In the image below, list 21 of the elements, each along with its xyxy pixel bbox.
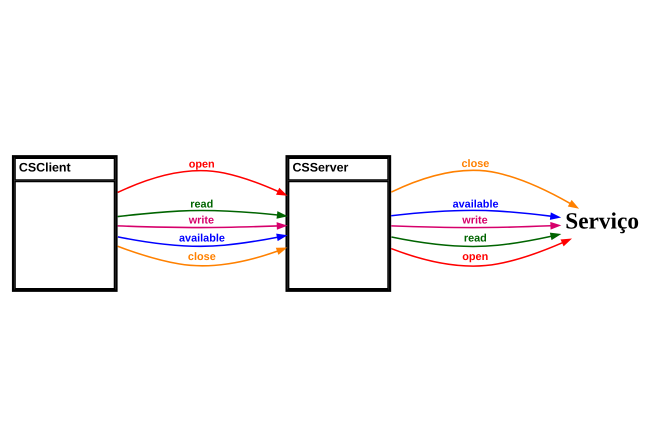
node-text: Serviço	[565, 208, 640, 235]
edge-label: close	[462, 158, 490, 170]
edge-label: available	[452, 198, 499, 210]
arrow	[390, 238, 572, 267]
arrow	[117, 246, 288, 267]
arrow	[117, 170, 288, 196]
edge-label: available	[179, 232, 225, 245]
edge-label: read	[190, 198, 214, 210]
edge-label: open	[188, 158, 215, 171]
edge-label: read	[464, 232, 487, 245]
edge-label: open	[462, 251, 488, 264]
edge-label: close	[188, 251, 216, 264]
edge-label: write	[188, 214, 214, 227]
arrow	[118, 210, 288, 219]
edge-label: write	[462, 214, 488, 227]
arrow	[118, 234, 288, 248]
arrow	[391, 232, 562, 248]
arrow	[391, 222, 562, 230]
arrow	[391, 170, 580, 209]
arrow	[118, 222, 288, 230]
arrow	[391, 210, 562, 220]
